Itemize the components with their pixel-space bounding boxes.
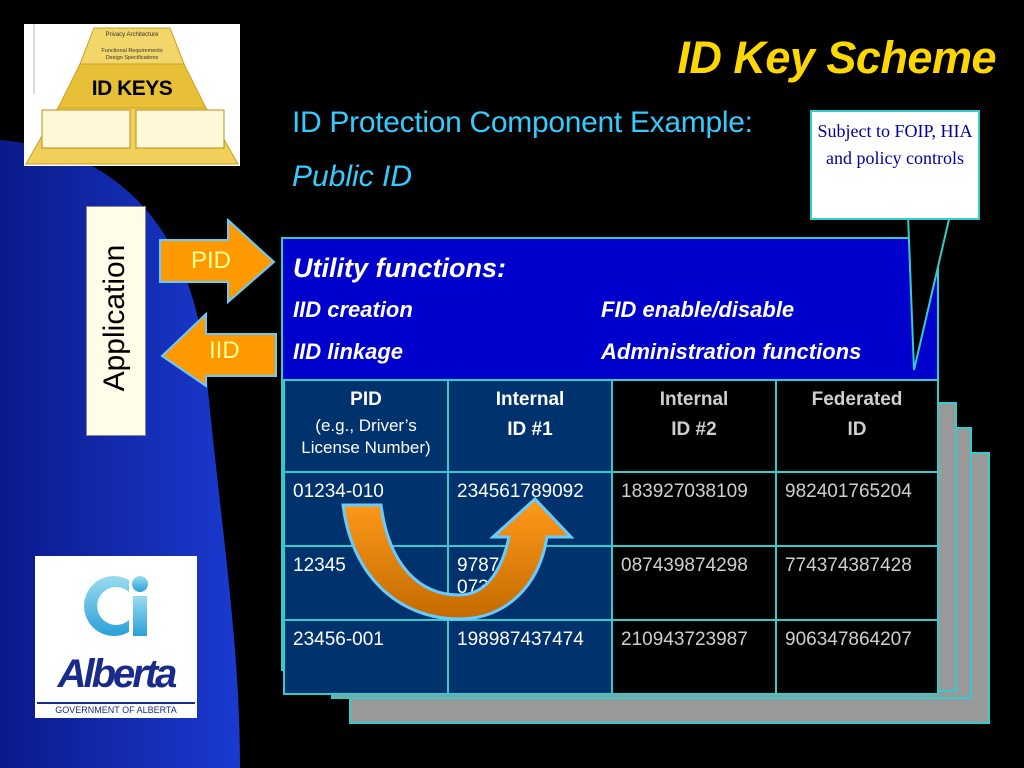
column-header-internal-1: Internal ID #1 [447,379,613,473]
column-header-federated: Federated ID [775,379,939,473]
table-cell: 087439874298 [611,545,777,621]
utility-item: Administration functions [601,339,862,364]
column-header-internal-2: Internal ID #2 [611,379,777,473]
pyramid-mid-label-2: Design Specifications [105,55,159,61]
table-cell: 982401765204 [775,471,939,547]
mapping-arrow-icon [341,496,575,621]
arrows-group [159,218,277,388]
table-cell: 210943723987 [611,619,777,695]
application-box: Application [86,206,146,436]
slide-title: ID Key Scheme [677,32,996,83]
alberta-wordmark: Alberta [57,652,178,696]
id-key-table: Utility functions: IID creation FID enab… [281,237,939,695]
alberta-logo: Alberta GOVERNMENT OF ALBERTA [35,556,197,718]
table-row: 01234-010 234561789092 183927038109 9824… [283,471,939,547]
utility-functions-panel: Utility functions: IID creation FID enab… [283,239,937,379]
table-header-row: PID (e.g., Driver’s License Number) Inte… [283,379,939,473]
table-row: 23456-001 198987437474 210943723987 9063… [283,619,939,695]
utility-item: FID enable/disable [601,297,795,322]
pyramid-top-label: Privacy Architecture [105,32,159,38]
table-cell: 906347864207 [775,619,939,695]
callout-pointer [906,215,952,371]
pid-arrow-label: PID [191,247,232,274]
table-cell: 01234-010 [283,471,449,547]
table-cell: 183927038109 [611,471,777,547]
utility-item: IID creation [293,297,413,322]
pyramid-mid-label-1: Functional Requirements [101,48,163,54]
privacy-pyramid-thumbnail: Privacy Architecture Functional Requirem… [24,24,240,166]
slide-subtitle-public-id: Public ID [292,160,413,193]
slide-subtitle: ID Protection Component Example: [292,106,753,139]
application-label: Application [98,244,131,392]
alberta-tagline: GOVERNMENT OF ALBERTA [37,702,195,715]
table-cell: 23456-001 [283,619,449,695]
column-header-pid: PID (e.g., Driver’s License Number) [283,379,449,473]
utility-item: IID linkage [293,339,404,364]
pid-arrow-icon [159,218,276,305]
iid-arrow-icon [160,311,277,388]
foip-callout: Subject to FOIP, HIA and policy controls [810,110,980,220]
pyramid-mid-label: Functional Requirements Design Specifica… [72,48,192,62]
utility-heading: Utility functions: [293,253,506,283]
ci-logo-icon [84,576,148,636]
table-cell: 198987437474 [447,619,613,695]
id-keys-badge: ID KEYS [91,77,173,100]
id-table: PID (e.g., Driver’s License Number) Inte… [283,379,939,695]
table-cell: 774374387428 [775,545,939,621]
iid-arrow-label: IID [209,337,240,364]
